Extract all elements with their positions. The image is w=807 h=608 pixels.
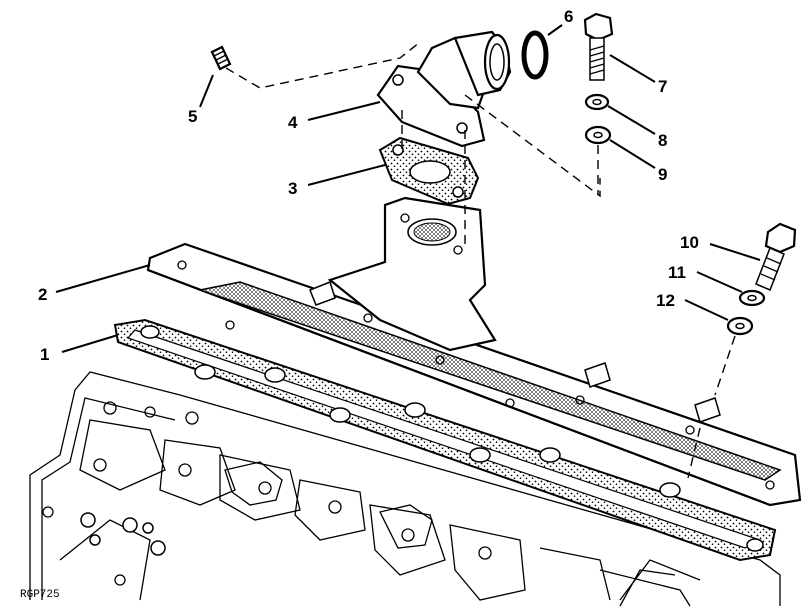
head-studs <box>80 512 166 556</box>
callout-11: 11 <box>668 263 686 282</box>
part-11-lock-washer <box>738 289 766 307</box>
callout-10: 10 <box>680 233 699 252</box>
callout-12: 12 <box>656 291 675 310</box>
alignment-lines <box>225 41 736 479</box>
callout-1: 1 <box>40 345 49 364</box>
callout-labels: 1 2 3 4 5 6 7 8 9 10 11 12 <box>38 7 699 364</box>
callout-3: 3 <box>288 179 297 198</box>
callout-4: 4 <box>288 113 298 132</box>
part-8-lock-washer <box>584 93 610 111</box>
callout-8: 8 <box>658 131 667 150</box>
part-1-intake-gasket <box>113 318 777 562</box>
part-4-inlet-elbow <box>376 30 512 148</box>
part-10-cap-screw <box>755 222 797 291</box>
part-12-flat-washer <box>726 316 754 336</box>
cylinder-head <box>29 371 781 607</box>
figure-code: RGP725 <box>20 589 60 601</box>
part-3-flange-gasket <box>378 136 480 206</box>
part-9-flat-washer <box>584 125 612 145</box>
part-7-cap-screw <box>583 12 614 81</box>
callout-6: 6 <box>564 7 573 26</box>
callout-2: 2 <box>38 285 47 304</box>
callout-5: 5 <box>188 107 197 126</box>
part-5-stud <box>210 45 232 71</box>
callout-7: 7 <box>658 77 667 96</box>
part-2-intake-manifold <box>146 196 802 507</box>
callout-9: 9 <box>658 165 667 184</box>
part-6-o-ring <box>521 30 549 80</box>
leader-lines <box>55 24 761 353</box>
